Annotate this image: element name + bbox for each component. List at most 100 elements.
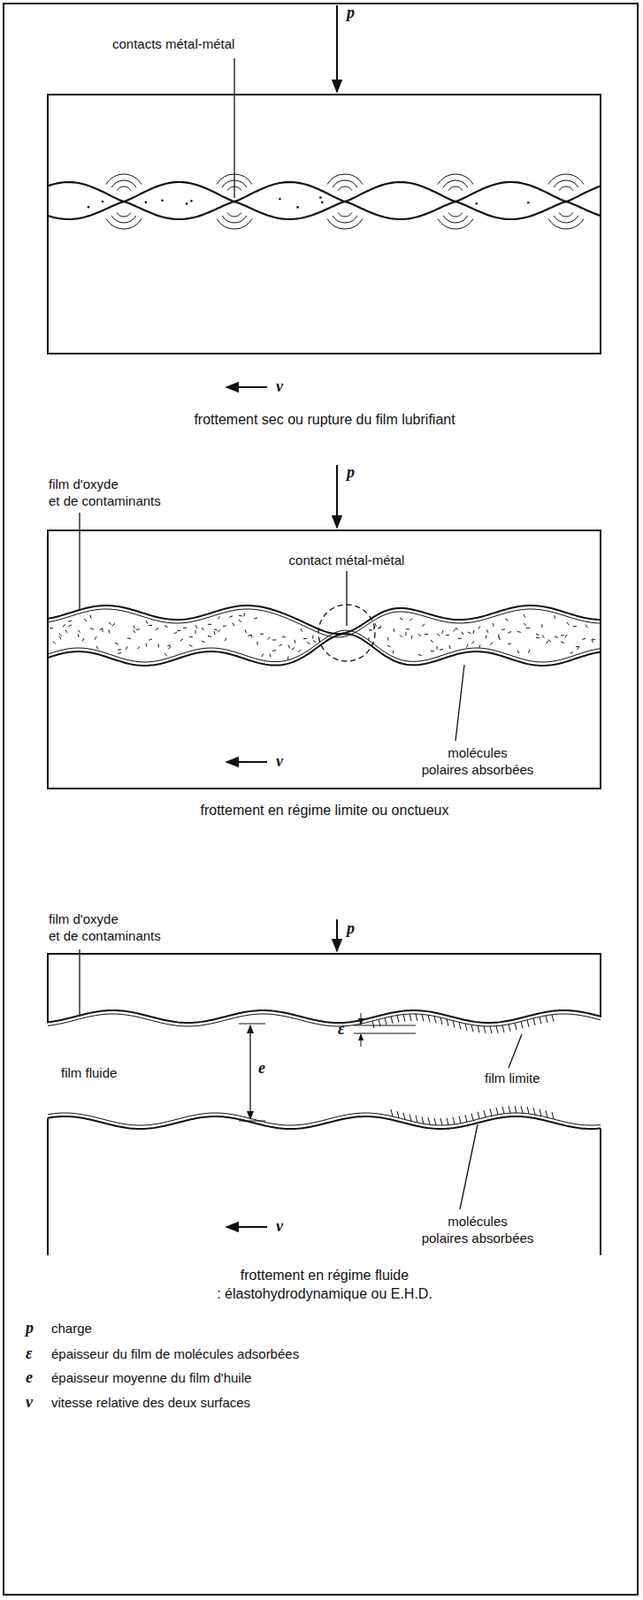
lubricant-molecule	[405, 628, 410, 630]
stress-arc	[227, 213, 242, 218]
lubricant-molecule	[207, 624, 212, 626]
dimension-line	[353, 1025, 416, 1027]
lubricant-molecule	[411, 635, 414, 640]
lubricant-molecule	[445, 635, 450, 637]
lubricant-molecule	[269, 654, 271, 659]
debris-dot	[185, 202, 189, 206]
lubricant-molecule	[137, 646, 140, 650]
lubricant-molecule	[485, 635, 488, 640]
stress-arc	[327, 219, 363, 230]
lubricant-molecule	[405, 632, 406, 636]
lower-surface	[47, 201, 601, 220]
lubricant-molecule	[244, 629, 247, 634]
adsorbed-molecule	[459, 1022, 461, 1030]
dimension-arrow	[360, 1034, 362, 1048]
lubricant-molecule	[59, 636, 62, 640]
lubricant-molecule	[127, 637, 131, 639]
debris-dot	[278, 198, 282, 201]
leader-line	[508, 1034, 522, 1069]
lubricant-molecule	[492, 623, 494, 628]
debris-dot	[101, 200, 105, 204]
lubricant-molecule	[387, 645, 391, 648]
adsorbed-molecule	[514, 1106, 517, 1114]
lubricant-molecule	[393, 628, 395, 633]
legend-text: charge	[51, 1320, 92, 1338]
caption: frottement en régime limite ou onctueux	[199, 801, 449, 820]
lubricant-molecule	[375, 623, 376, 628]
lubricant-molecule	[421, 624, 425, 628]
adsorbed-molecule	[421, 1117, 424, 1125]
adsorbed-molecule	[440, 1018, 443, 1026]
lubricant-molecule	[505, 619, 509, 621]
lubricant-molecule	[267, 636, 270, 640]
stress-arc	[327, 174, 363, 185]
debris-dot	[321, 201, 324, 205]
stress-arc	[548, 174, 584, 184]
lubricant-molecule	[467, 632, 472, 635]
lubricant-molecule	[65, 629, 68, 634]
lubricant-molecule	[125, 646, 128, 651]
stress-arc	[553, 215, 579, 223]
adsorbed-molecule	[508, 1025, 511, 1033]
adsorbed-molecule	[452, 1021, 455, 1029]
lubricant-molecule	[436, 646, 438, 651]
surfaces	[47, 174, 601, 1256]
lubricant-molecule	[554, 636, 559, 638]
adsorbed-molecule	[409, 1014, 412, 1022]
stress-arc	[558, 186, 574, 192]
leader-line	[78, 512, 80, 611]
dimension-line	[238, 1024, 266, 1026]
lubricant-molecule	[392, 650, 395, 655]
lubricant-molecule	[300, 628, 303, 633]
load-arrow	[336, 5, 338, 92]
adsorbed-molecule	[551, 1015, 554, 1023]
stress-arc	[106, 174, 142, 185]
lubricant-molecule	[591, 639, 594, 643]
lubricant-molecule	[136, 628, 140, 631]
adsorbed-molecule	[527, 1020, 529, 1028]
adsorbed-molecule	[502, 1025, 505, 1034]
velocity-arrow	[226, 761, 268, 764]
legend-text: épaisseur moyenne du film d'huile	[51, 1370, 252, 1387]
lubricant-molecule	[133, 625, 135, 629]
lubricant-molecule	[253, 618, 258, 620]
adsorbed-molecule	[409, 1114, 412, 1122]
upper-body	[47, 954, 601, 1024]
lubricant-molecule	[367, 637, 369, 642]
lubricant-molecule	[145, 620, 148, 625]
adsorbed-molecule	[452, 1117, 455, 1126]
lubricant-molecule	[217, 629, 221, 633]
lubricant-molecule	[523, 614, 526, 619]
lubricant-molecule	[306, 643, 311, 645]
stress-arc	[437, 174, 474, 184]
lubricant-molecule	[238, 615, 243, 618]
stress-arc	[221, 215, 247, 223]
outer-frame	[3, 3, 638, 1596]
thickness-symbol: ε	[337, 1020, 345, 1039]
lubricant-molecule	[201, 641, 206, 643]
adsorbed-molecule	[415, 1014, 418, 1022]
stress-arc	[548, 219, 584, 230]
lubricant-molecule	[373, 626, 376, 630]
stress-arc	[337, 213, 353, 218]
lubricant-molecule	[542, 635, 544, 639]
adsorbed-molecule	[384, 1018, 387, 1026]
lubricant-molecule	[53, 641, 56, 644]
lubricant-molecule	[535, 637, 540, 640]
lubricant-molecule	[298, 650, 301, 653]
lubricant-molecule	[565, 635, 567, 638]
lubricant-molecule	[313, 641, 316, 643]
load-symbol: p	[346, 919, 355, 938]
lubricant-molecule	[458, 638, 462, 640]
stress-arc	[116, 186, 131, 192]
lubricant-molecule	[461, 632, 464, 636]
leader-line	[233, 58, 235, 199]
adsorbed-molecule	[533, 1108, 536, 1116]
lubricant-molecule	[478, 626, 481, 629]
legend-text: épaisseur du film de molécules adsorbées	[51, 1346, 299, 1363]
lubricant-molecule	[569, 652, 574, 655]
lubricant-molecule	[424, 634, 429, 636]
lubricant-molecule	[566, 622, 569, 626]
lower-body-side	[599, 1128, 602, 1256]
lubricant-molecule	[77, 630, 81, 634]
